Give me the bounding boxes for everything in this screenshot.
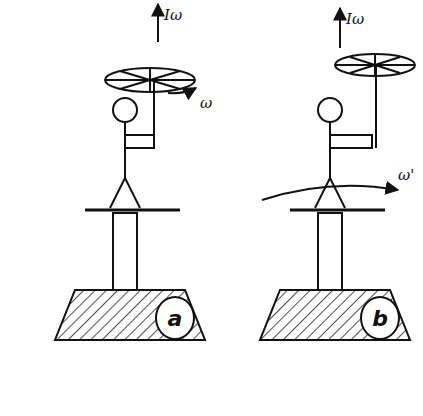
- momentum-arrow: [157, 4, 159, 42]
- stool: [318, 213, 342, 290]
- base: [260, 290, 410, 340]
- stool: [113, 213, 137, 290]
- quantity-label: ω: [200, 96, 212, 111]
- panel-label: b: [372, 306, 388, 331]
- quantity-label: Iω: [346, 12, 364, 27]
- momentum-arrow: [339, 8, 341, 48]
- base: [55, 290, 205, 340]
- platform: [290, 209, 385, 212]
- quantity-label: Iω: [164, 8, 182, 23]
- quantity-label: ω': [398, 168, 414, 183]
- platform: [85, 209, 180, 212]
- panel-label: a: [168, 306, 183, 331]
- panel-letter: a: [155, 296, 195, 340]
- person: [110, 80, 154, 208]
- rotation-arrow: [168, 88, 196, 93]
- panel-letter: b: [360, 296, 400, 340]
- wheel: [105, 68, 195, 92]
- rotation-arrow: [262, 186, 398, 200]
